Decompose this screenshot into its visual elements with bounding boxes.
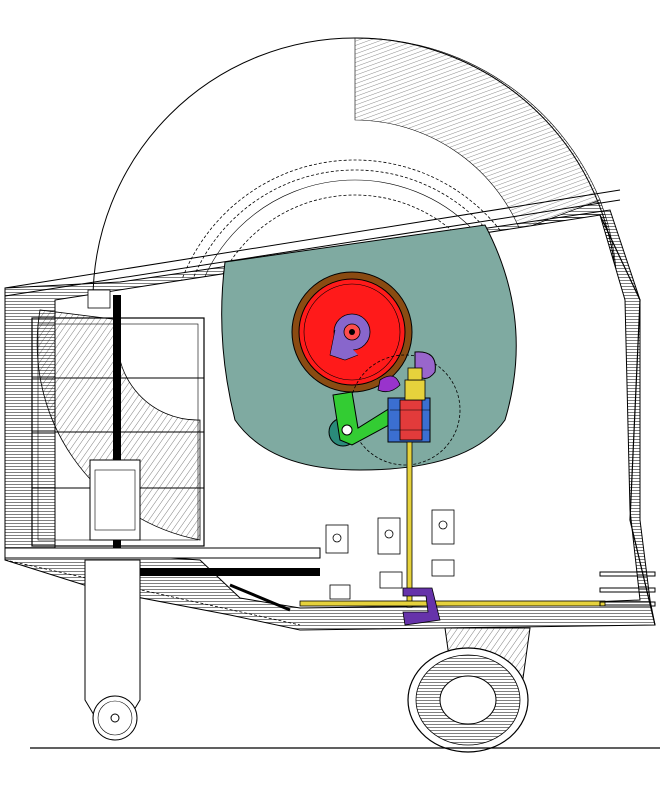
bracket-set — [325, 509, 455, 600]
caster-icon — [84, 559, 141, 741]
chassis-bar — [4, 547, 321, 626]
drum-icon — [291, 271, 413, 393]
control-rod — [406, 441, 413, 608]
actuator-block — [387, 351, 436, 443]
wheel-icon — [407, 627, 531, 753]
left-frame — [31, 289, 205, 557]
lower-rod — [299, 571, 656, 626]
